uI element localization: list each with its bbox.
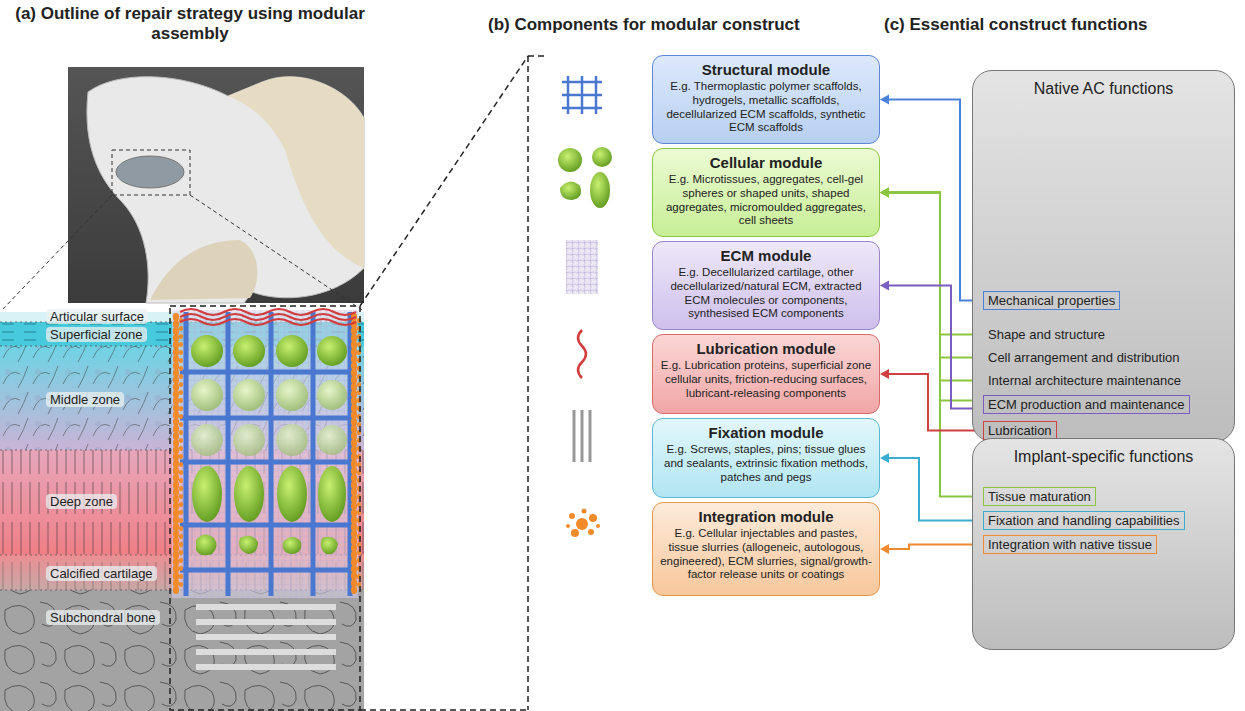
connector-line (889, 286, 983, 409)
arrowhead (880, 188, 889, 198)
connector-line (889, 545, 983, 550)
node-heading: Fixation module (660, 424, 872, 441)
zone-label: Superficial zone (46, 327, 147, 342)
node-heading: Implant-specific functions (973, 439, 1234, 466)
node-heading: ECM production and maintenance (988, 397, 1185, 412)
arrowhead (880, 369, 889, 379)
panel-heading: (a) Outline of repair strategy using mod… (4, 4, 376, 45)
panel-heading: (c) Essential construct functions (884, 15, 1148, 35)
connector-line (889, 193, 980, 358)
arrowhead (880, 188, 889, 198)
function-item: Internal architecture maintenance (983, 371, 1186, 390)
arrowhead (880, 453, 889, 463)
arrowhead (880, 281, 889, 291)
zone-label: Subchondral bone (46, 610, 160, 625)
function-panel: Native AC functionsMechanical properties… (972, 70, 1235, 442)
connector (880, 95, 983, 301)
connector-line (889, 100, 983, 301)
function-item: Mechanical properties (983, 291, 1120, 310)
connector-line (889, 193, 980, 335)
node-heading: Internal architecture maintenance (988, 373, 1181, 388)
node-heading: Lubrication (988, 423, 1052, 438)
connector (880, 544, 983, 554)
node-heading: Integration with native tissue (988, 537, 1152, 552)
module-box: Lubrication moduleE.g. Lubrication prote… (652, 334, 880, 414)
zone-label: Articular surface (46, 309, 148, 324)
node-body: E.g. Screws, staples, pins; tissue glues… (660, 443, 872, 484)
node-body: E.g. Lubrication proteins, superficial z… (660, 359, 872, 400)
module-box: Fixation moduleE.g. Screws, staples, pin… (652, 418, 880, 498)
connector (880, 188, 980, 335)
function-panel: Implant-specific functionsTissue maturat… (972, 438, 1235, 650)
node-heading: Lubrication module (660, 340, 872, 357)
function-item: Fixation and handling capabilities (983, 511, 1185, 530)
function-item: ECM production and maintenance (983, 395, 1190, 414)
arrowhead (880, 188, 889, 198)
node-heading: Mechanical properties (988, 293, 1115, 308)
connector-line (889, 458, 983, 521)
node-body: E.g. Microtissues, aggregates, cell-gel … (660, 173, 872, 228)
function-item: Shape and structure (983, 325, 1110, 344)
arrowhead (880, 544, 889, 554)
module-box: Integration moduleE.g. Cellular injectab… (652, 502, 880, 596)
connector (880, 369, 983, 431)
zone-label: Middle zone (46, 392, 124, 407)
node-heading: Cell arrangement and distribution (988, 350, 1180, 365)
function-item: Tissue maturation (983, 487, 1096, 506)
connector (880, 188, 980, 401)
connector (880, 188, 980, 381)
node-heading: Fixation and handling capabilities (988, 513, 1180, 528)
node-heading: Tissue maturation (988, 489, 1091, 504)
arrowhead (880, 188, 889, 198)
node-body: E.g. Decellularized cartilage, other dec… (660, 266, 872, 321)
arrowhead (880, 188, 889, 198)
function-item: Integration with native tissue (983, 535, 1157, 554)
node-body: E.g. Cellular injectables and pastes, ti… (660, 527, 872, 582)
panel-heading: (b) Components for modular construct (488, 15, 800, 35)
connector-line (889, 193, 980, 401)
module-box: Structural moduleE.g. Thermoplastic poly… (652, 55, 880, 144)
connector (880, 453, 983, 521)
module-box: ECM moduleE.g. Decellularized cartilage,… (652, 241, 880, 330)
node-heading: Structural module (660, 61, 872, 78)
connector (880, 188, 980, 358)
arrowhead (880, 95, 889, 105)
node-body: E.g. Thermoplastic polymer scaffolds, hy… (660, 80, 872, 135)
node-heading: Shape and structure (988, 327, 1105, 342)
connector (880, 281, 983, 409)
zone-label: Calcified cartilage (46, 566, 157, 581)
node-heading: Cellular module (660, 154, 872, 171)
function-item: Cell arrangement and distribution (983, 348, 1185, 367)
zone-label: Deep zone (46, 494, 117, 509)
connector-line (889, 193, 983, 497)
node-heading: ECM module (660, 247, 872, 264)
node-heading: Native AC functions (973, 71, 1234, 98)
connector-line (889, 374, 983, 431)
connector (880, 188, 983, 497)
node-heading: Integration module (660, 508, 872, 525)
module-box: Cellular moduleE.g. Microtissues, aggreg… (652, 148, 880, 237)
